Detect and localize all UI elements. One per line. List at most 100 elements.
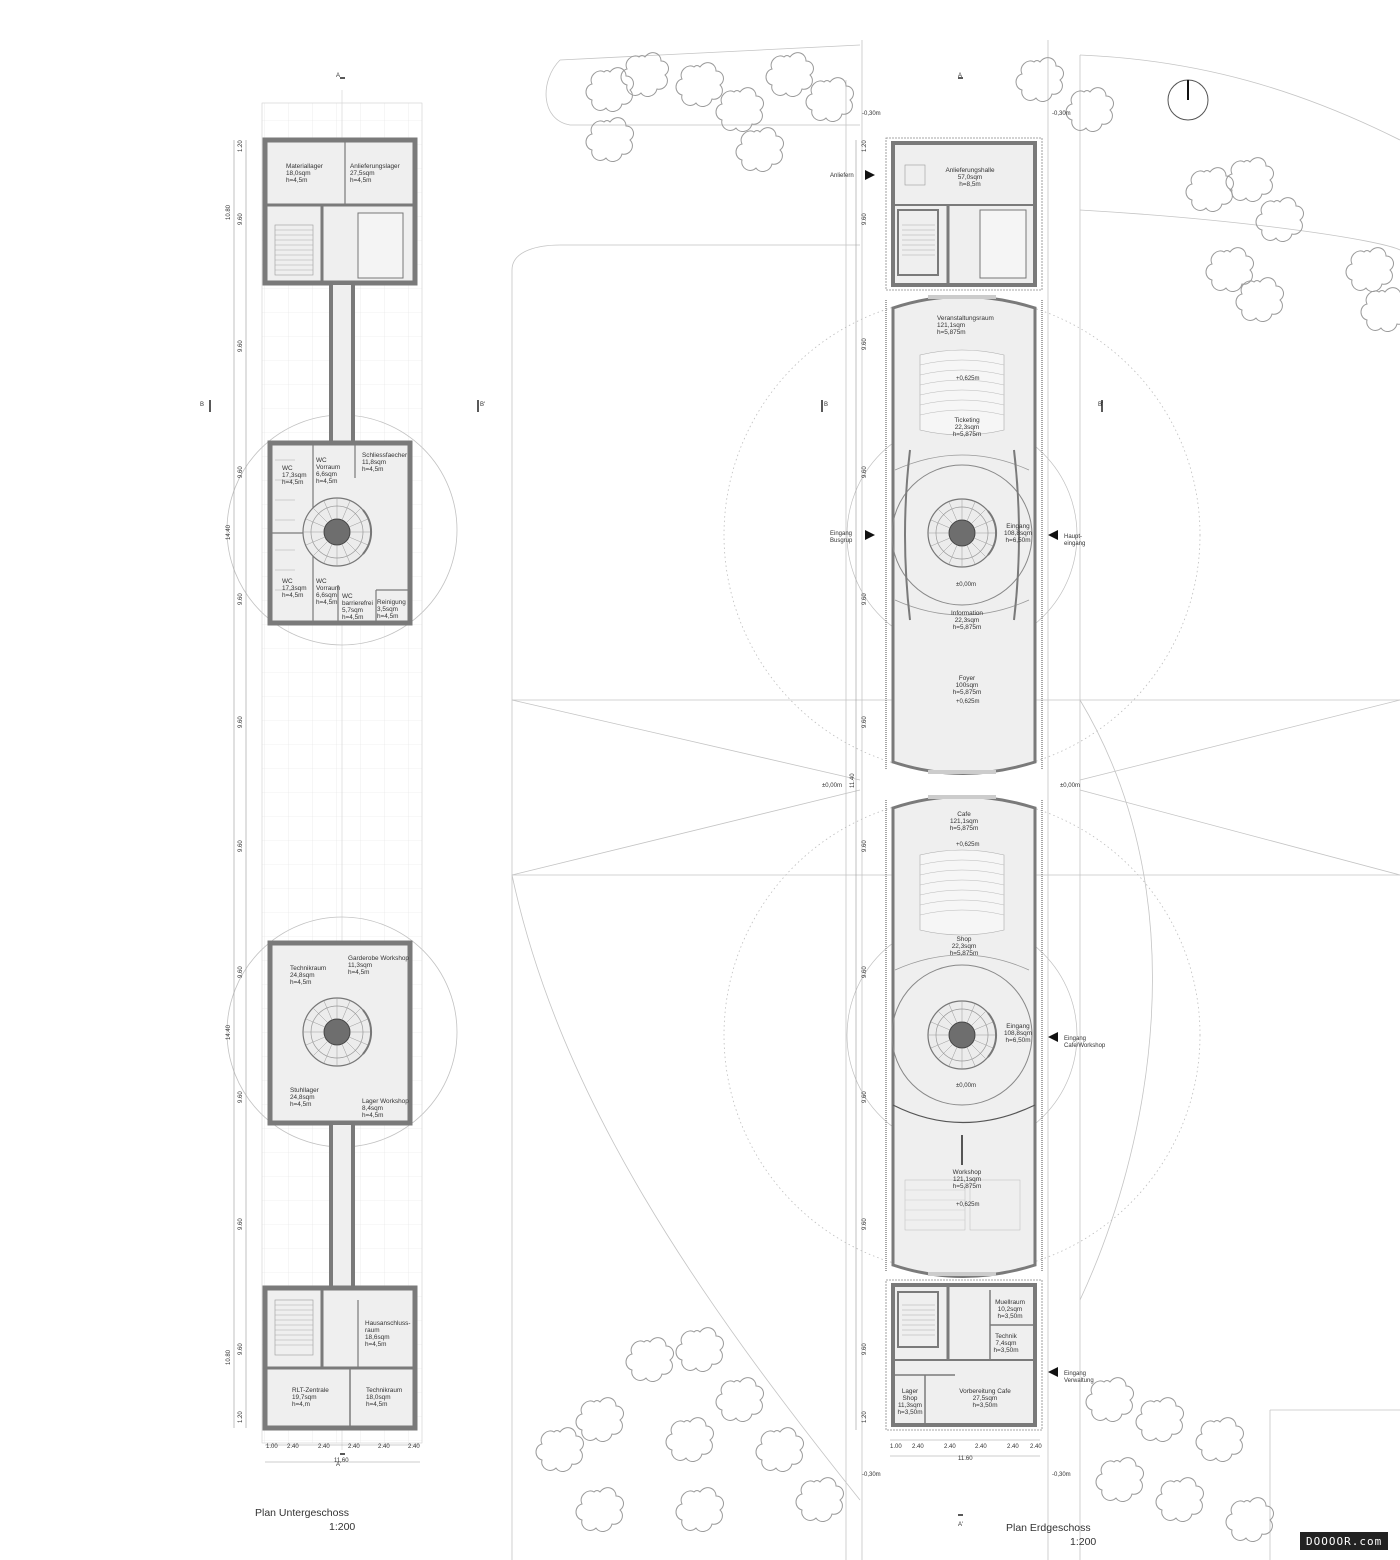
svg-text:9.60: 9.60 [862,593,868,605]
svg-text:2.40: 2.40 [348,1444,360,1450]
entrance-arrows [865,170,1058,1377]
svg-text:9.60: 9.60 [238,1218,244,1230]
scale-erdgeschoss: 1:200 [1070,1536,1096,1548]
svg-text:9.60: 9.60 [862,338,868,350]
site-lines [511,40,1400,1560]
svg-text:2.40: 2.40 [1030,1444,1042,1450]
svg-text:±0,00m: ±0,00m [1060,783,1080,789]
svg-text:A: A [958,73,962,79]
svg-text:9.60: 9.60 [862,1218,868,1230]
svg-text:9.60: 9.60 [862,716,868,728]
svg-text:2.40: 2.40 [408,1444,420,1450]
eg-dimensions: 1.20 9.60 9.60 9.60 9.60 9.60 9.60 9.60 … [850,140,1042,1462]
eg-section-labels: A A' B B' [824,73,1103,1528]
svg-text:+0,625m: +0,625m [956,376,980,382]
svg-text:Haupt-eingang: Haupt-eingang [1064,534,1085,547]
svg-text:9.60: 9.60 [238,840,244,852]
svg-text:9.60: 9.60 [238,213,244,225]
plan-untergeschoss [209,77,479,1463]
svg-text:2.40: 2.40 [912,1444,924,1450]
eg-level-markers: +0,625m ±0,00m +0,625m +0,625m ±0,00m +0… [822,111,1080,1478]
ug-section-labels: A A' B B' [200,73,485,1468]
svg-text:9.60: 9.60 [238,966,244,978]
svg-text:2.40: 2.40 [318,1444,330,1450]
svg-text:2.40: 2.40 [1007,1444,1019,1450]
svg-text:9.60: 9.60 [862,1091,868,1103]
svg-text:±0,00m: ±0,00m [956,582,976,588]
svg-text:A': A' [958,1522,963,1528]
svg-text:9.60: 9.60 [862,966,868,978]
svg-text:1.20: 1.20 [238,1411,244,1423]
svg-text:2.40: 2.40 [287,1444,299,1450]
title-erdgeschoss: Plan Erdgeschoss [1006,1522,1091,1534]
svg-text:9.60: 9.60 [238,466,244,478]
plan-erdgeschoss [821,77,1103,1516]
svg-text:2.40: 2.40 [378,1444,390,1450]
svg-text:9.60: 9.60 [862,213,868,225]
svg-text:B: B [200,402,204,408]
plan-titles: Plan Untergeschoss 1:200 Plan Erdgeschos… [255,1507,1096,1548]
svg-text:-0,30m: -0,30m [862,111,881,117]
svg-text:9.60: 9.60 [238,716,244,728]
svg-text:14.40: 14.40 [226,1024,232,1040]
svg-text:2.40: 2.40 [944,1444,956,1450]
svg-text:A': A' [336,1462,341,1468]
svg-text:-0,30m: -0,30m [1052,111,1071,117]
svg-text:+0,625m: +0,625m [956,842,980,848]
svg-text:±0,00m: ±0,00m [956,1083,976,1089]
svg-text:+0,625m: +0,625m [956,699,980,705]
svg-text:1.20: 1.20 [862,1411,868,1423]
watermark: DOOOOR.com [1300,1532,1388,1550]
svg-text:9.60: 9.60 [238,340,244,352]
svg-text:10.80: 10.80 [226,1349,232,1365]
svg-text:2.40: 2.40 [975,1444,987,1450]
svg-text:Anliefern: Anliefern [830,173,854,179]
svg-text:1.20: 1.20 [862,140,868,152]
svg-text:DOOOOR.com: DOOOOR.com [1306,1535,1382,1548]
svg-text:9.60: 9.60 [238,1091,244,1103]
svg-text:1.00: 1.00 [266,1444,278,1450]
svg-text:1.00: 1.00 [890,1444,902,1450]
svg-text:10.80: 10.80 [226,204,232,220]
svg-text:B': B' [1098,402,1103,408]
svg-text:-0,30m: -0,30m [1052,1472,1071,1478]
svg-text:9.60: 9.60 [862,1343,868,1355]
svg-text:11.40: 11.40 [850,773,856,788]
svg-text:B': B' [480,402,485,408]
svg-text:A: A [336,73,340,79]
